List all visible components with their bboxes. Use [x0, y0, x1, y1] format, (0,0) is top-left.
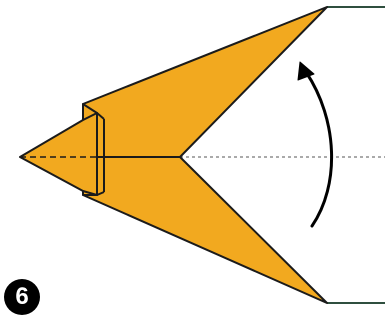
curved-arrow-up-icon: [304, 70, 333, 228]
arrow-head: [297, 61, 315, 81]
nose-inner-edge-3: [96, 191, 105, 196]
nose-tip: [19, 112, 98, 196]
upper-wing: [82, 6, 328, 158]
step-number-badge: 6: [4, 279, 40, 315]
nose-inner-edge: [96, 112, 105, 120]
lower-wing: [82, 156, 328, 304]
